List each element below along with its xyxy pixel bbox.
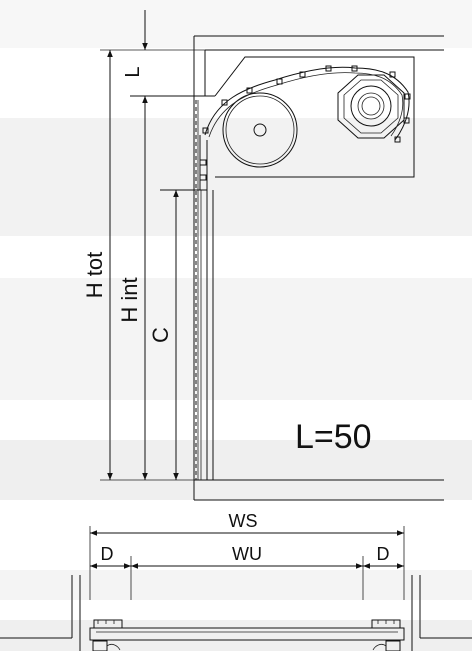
background-band: [0, 620, 472, 651]
dim-label-wu: WU: [232, 544, 262, 564]
dim-label-h-int: H int: [117, 277, 142, 322]
background-band: [0, 0, 472, 48]
guide-rail: [160, 96, 214, 480]
dim-label-ws: WS: [229, 511, 258, 531]
dim-label-d-left: D: [101, 544, 114, 564]
plan-view-profile: [0, 575, 472, 651]
background-band: [0, 570, 472, 600]
dim-label-c: C: [148, 327, 173, 343]
dim-label-l: L: [122, 66, 144, 77]
dimension-lines: [100, 10, 205, 481]
upper-drum: [337, 74, 405, 139]
plan-dimension-lines: [89, 526, 405, 600]
spec-label: L=50: [295, 418, 372, 456]
dim-label-d-right: D: [377, 544, 390, 564]
background-band: [0, 278, 472, 400]
slat-chain: [199, 65, 411, 190]
background-band: [0, 440, 472, 500]
dim-label-h-tot: H tot: [82, 252, 107, 298]
lower-drum: [222, 92, 298, 168]
